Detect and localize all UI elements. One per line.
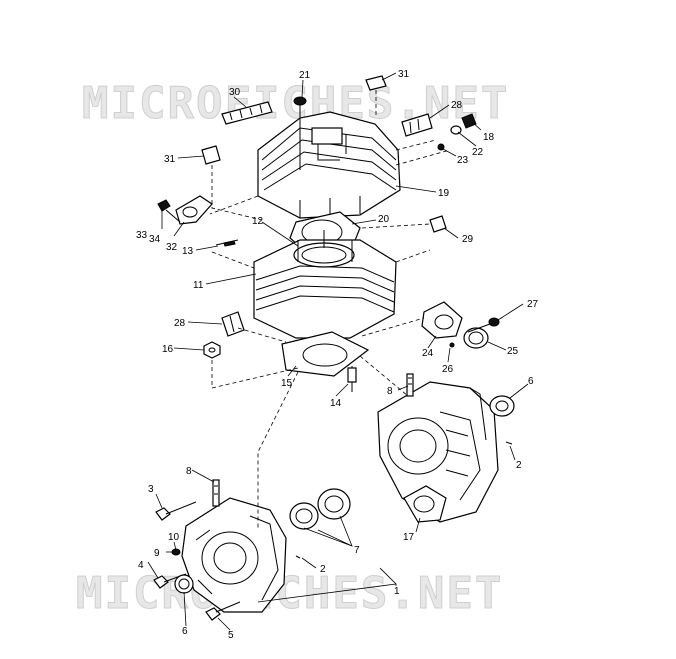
part-16-nut	[203, 341, 221, 359]
callout-22: 22	[472, 147, 484, 158]
part-24-intake-manifold	[421, 301, 463, 339]
callout-11: 11	[193, 280, 204, 291]
part-8-stud-left	[212, 479, 220, 507]
callout-6-left: 6	[182, 626, 188, 637]
callout-28-upper: 28	[451, 100, 463, 111]
callout-30: 30	[229, 87, 241, 98]
dashed-alignment-lines	[209, 90, 451, 528]
part-3-bolt	[155, 501, 197, 521]
callout-19: 19	[438, 188, 450, 199]
callout-1: 1	[394, 586, 400, 597]
part-22-temp-sender	[450, 113, 477, 135]
callout-13: 13	[182, 246, 194, 257]
callout-21: 21	[299, 70, 311, 81]
part-8-stud-right	[406, 373, 414, 397]
callout-26: 26	[442, 364, 454, 375]
part-21-nut	[293, 96, 307, 170]
callout-31-top: 31	[398, 69, 410, 80]
part-6-seal-left	[174, 574, 194, 594]
leader-lines	[147, 72, 529, 631]
callout-28-lower: 28	[174, 318, 186, 329]
callout-25: 25	[507, 346, 519, 357]
part-28-block-lower	[221, 311, 245, 337]
part-2-pin-left	[295, 555, 301, 559]
callout-2-right: 2	[516, 460, 522, 471]
callout-31-left: 31	[164, 154, 176, 165]
crankcase-right	[377, 381, 499, 523]
callout-20: 20	[378, 214, 390, 225]
callout-9: 9	[154, 548, 160, 559]
part-13-stud	[215, 239, 239, 247]
part-25-clamp	[463, 327, 489, 349]
callout-14: 14	[330, 398, 342, 409]
part-14-stud	[347, 366, 357, 392]
callout-27: 27	[527, 299, 539, 310]
callout-6-right: 6	[528, 376, 534, 387]
part-5-bolt	[205, 601, 241, 621]
callout-32: 32	[166, 242, 178, 253]
callout-8-left: 8	[186, 466, 192, 477]
part-7-bearing-2	[317, 488, 351, 520]
part-32-flange	[175, 195, 213, 225]
part-7-bearing-1	[289, 502, 319, 530]
cylinder-head	[257, 111, 401, 219]
callout-4: 4	[138, 560, 144, 571]
callout-33: 33	[136, 230, 148, 241]
callout-10: 10	[168, 532, 180, 543]
part-27-screw	[467, 317, 500, 333]
callout-15: 15	[281, 378, 293, 389]
callout-24: 24	[422, 348, 434, 359]
part-31-block-top	[365, 75, 387, 91]
watermark-bottom: MICROFICHES.NET	[76, 568, 503, 619]
part-23-washer	[437, 143, 445, 151]
callout-5: 5	[228, 630, 234, 641]
part-30-gasket-strip	[221, 101, 273, 125]
callout-8-right: 8	[387, 386, 393, 397]
crankcase-left	[181, 497, 287, 613]
part-17-cover	[403, 485, 447, 523]
part-15-base-gasket	[281, 331, 370, 377]
callout-18: 18	[483, 132, 495, 143]
part-6-seal-right	[489, 395, 515, 417]
callout-17: 17	[403, 532, 415, 543]
part-26-clip	[449, 342, 455, 348]
cylinder-barrel	[253, 230, 397, 339]
callout-16: 16	[162, 344, 174, 355]
callout-12: 12	[252, 216, 264, 227]
callout-labels: 30 21 31 28 18 22 23 31 19 33 34 32 12 2…	[136, 69, 539, 641]
callout-3: 3	[148, 484, 154, 495]
callout-34: 34	[149, 234, 161, 245]
part-2-pin-right	[505, 441, 513, 445]
callout-7: 7	[354, 545, 360, 556]
part-29-block	[429, 215, 447, 233]
callout-29: 29	[462, 234, 474, 245]
part-31-block-left	[201, 145, 221, 165]
part-33-34-bolt	[157, 199, 181, 223]
callout-23: 23	[457, 155, 469, 166]
callout-2-left: 2	[320, 564, 326, 575]
part-28-block-upper	[401, 113, 433, 137]
